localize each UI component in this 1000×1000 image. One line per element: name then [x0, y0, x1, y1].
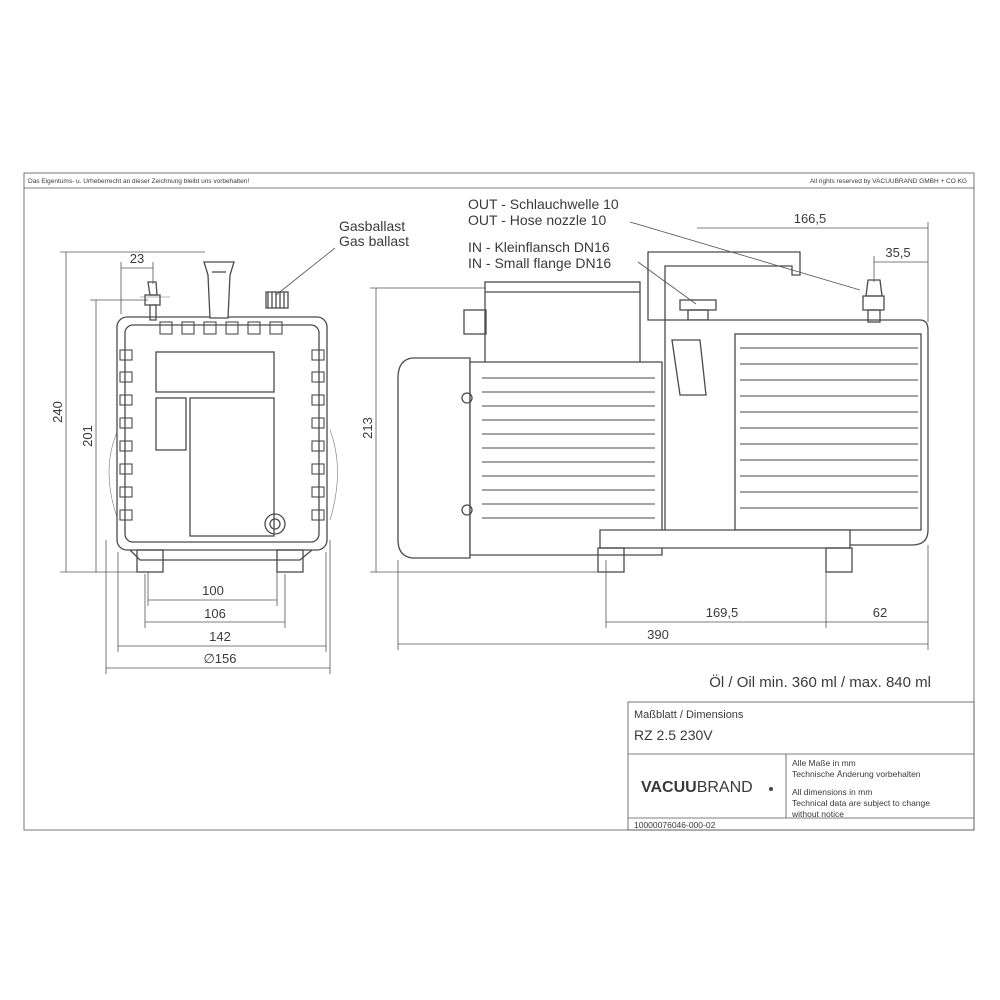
copyright-note-de: Das Eigentums- u. Urheberrecht an dieser…	[28, 178, 249, 185]
label-in-de: IN - Kleinflansch DN16	[468, 239, 610, 255]
dim-front-156: ∅156	[203, 651, 236, 666]
label-out-de: OUT - Schlauchwelle 10	[468, 196, 619, 212]
dim-side-213: 213	[360, 417, 375, 439]
pump-front-view	[108, 261, 338, 573]
note-en-3: without notice	[791, 809, 844, 819]
title-model: RZ 2.5 230V	[634, 727, 713, 743]
dim-side-390: 390	[647, 627, 669, 642]
dim-front-100: 100	[202, 583, 224, 598]
dim-side-166-5: 166,5	[794, 211, 827, 226]
note-en-2: Technical data are subject to change	[792, 798, 930, 808]
label-gas-ballast-de: Gasballast	[339, 218, 405, 234]
label-gas-ballast-en: Gas ballast	[339, 233, 409, 249]
logo-light-part: BRAND	[697, 779, 753, 796]
note-de-2: Technische Änderung vorbehalten	[792, 769, 921, 779]
logo-bold-part: VACUU	[641, 779, 697, 796]
oil-capacity-note: Öl / Oil min. 360 ml / max. 840 ml	[709, 673, 931, 691]
copyright-note-en: All rights reserved by VACUUBRAND GMBH +…	[810, 178, 967, 185]
pump-side-view	[397, 251, 929, 573]
note-en-1: All dimensions in mm	[792, 787, 872, 797]
dim-front-23: 23	[130, 251, 144, 266]
title-block	[627, 701, 975, 831]
dim-side-62: 62	[873, 605, 887, 620]
side-dimension-lines	[370, 221, 929, 650]
front-dimension-lines	[60, 247, 336, 674]
drawing-number: 10000076046-000-02	[634, 820, 716, 830]
svg-text:VACUUBRAND: VACUUBRAND	[641, 779, 753, 796]
label-in-en: IN - Small flange DN16	[468, 255, 611, 271]
dim-front-106: 106	[204, 606, 226, 621]
note-de-1: Alle Maße in mm	[792, 758, 856, 768]
dim-side-35-5: 35,5	[885, 245, 910, 260]
dim-front-142: 142	[209, 629, 231, 644]
dim-front-240: 240	[50, 401, 65, 423]
title-sheet-label: Maßblatt / Dimensions	[634, 709, 744, 721]
label-out-en: OUT - Hose nozzle 10	[468, 212, 606, 228]
sheet-frame	[23, 172, 975, 831]
vacuubrand-logo: VACUUBRAND	[641, 779, 773, 796]
dim-side-169-5: 169,5	[706, 605, 739, 620]
dim-front-201: 201	[80, 425, 95, 447]
